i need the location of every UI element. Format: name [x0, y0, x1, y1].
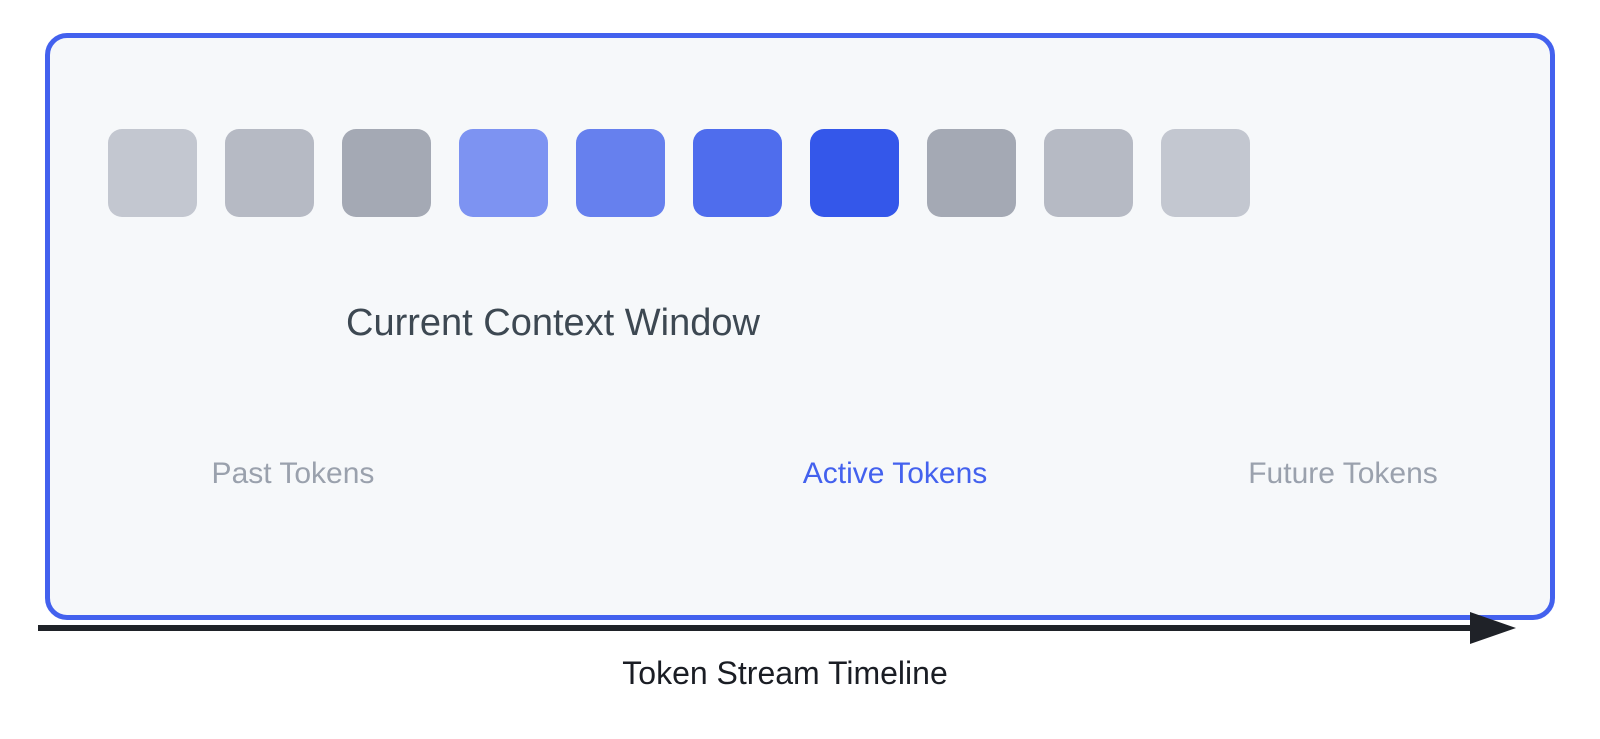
region-label-row: Past Tokens Active Tokens Future Tokens [50, 453, 1550, 495]
token-square-past [108, 129, 197, 217]
token-square-future [1044, 129, 1133, 217]
label-past-tokens: Past Tokens [211, 457, 375, 490]
token-square-active [459, 129, 548, 217]
label-future-tokens: Future Tokens [1248, 457, 1438, 490]
token-square-future [927, 129, 1016, 217]
timeline-arrow-head [1470, 612, 1516, 644]
token-square-active [576, 129, 665, 217]
context-window-title: Current Context Window [346, 302, 760, 344]
label-active-tokens: Active Tokens [802, 457, 988, 490]
token-square-past [225, 129, 314, 217]
token-square-active [693, 129, 782, 217]
token-square-past [342, 129, 431, 217]
token-square-active [810, 129, 899, 217]
timeline-caption: Token Stream Timeline [622, 655, 948, 691]
timeline-arrow [38, 609, 1518, 647]
context-window-container: Current Context Window Past Tokens Activ… [45, 33, 1555, 620]
token-strip [108, 129, 1250, 217]
token-square-future [1161, 129, 1250, 217]
